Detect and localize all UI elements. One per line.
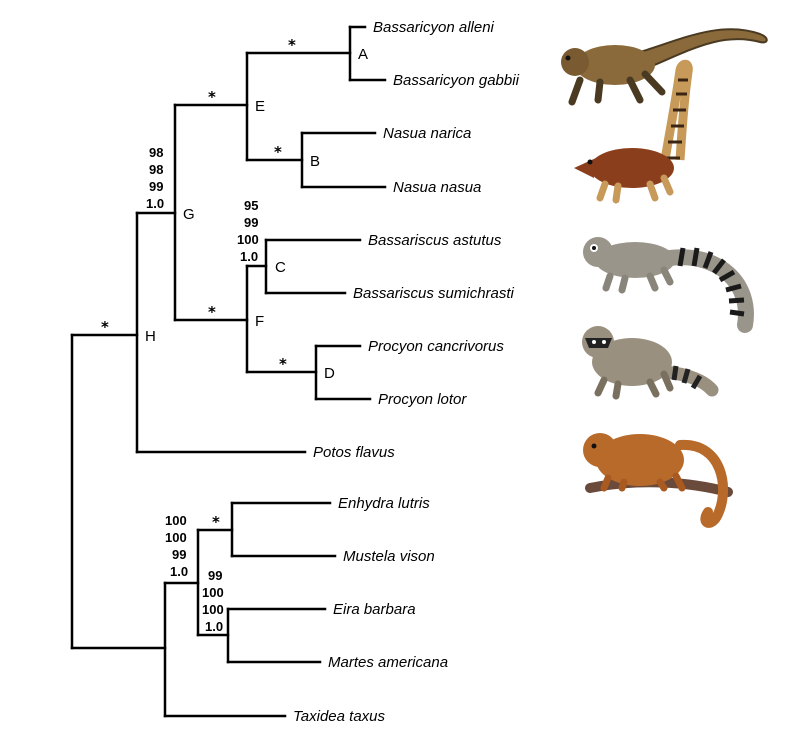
- support-stack-G: 98 98 99 1.0: [146, 145, 164, 211]
- raccoon-illustration: [582, 326, 719, 400]
- taxon-label: Eira barbara: [333, 601, 416, 618]
- olingo-illustration: [561, 28, 768, 106]
- node-label-A: A: [358, 46, 368, 63]
- star-marker: *: [288, 36, 296, 54]
- node-label-E: E: [255, 98, 265, 115]
- support-stars: * * * * * * *: [101, 36, 296, 531]
- taxon-label: Nasua narica: [383, 125, 471, 142]
- taxon-label: Nasua nasua: [393, 179, 481, 196]
- support-value: 99: [149, 179, 163, 194]
- taxon-label: Bassariscus astutus: [368, 232, 502, 249]
- star-marker: *: [208, 88, 216, 106]
- star-marker: *: [208, 303, 216, 321]
- node-label-C: C: [275, 259, 286, 276]
- support-value: 100: [165, 530, 187, 545]
- node-label-F: F: [255, 313, 264, 330]
- support-value: 98: [149, 162, 163, 177]
- coati-illustration: [574, 59, 693, 204]
- taxon-label: Enhydra lutris: [338, 495, 430, 512]
- support-value: 99: [244, 215, 258, 230]
- node-label-G: G: [183, 206, 195, 223]
- support-value: 1.0: [240, 249, 258, 264]
- support-value: 100: [237, 232, 259, 247]
- support-stack-mustelid: 100 100 99 1.0: [165, 513, 188, 579]
- star-marker: *: [212, 513, 220, 531]
- star-marker: *: [274, 143, 282, 161]
- taxon-label: Taxidea taxus: [293, 708, 386, 725]
- support-values: 98 98 99 1.0 95 99 100 1.0 100 100 99 1.…: [146, 145, 259, 634]
- taxon-label: Martes americana: [328, 654, 448, 671]
- taxon-label: Procyon cancrivorus: [368, 338, 504, 355]
- node-label-B: B: [310, 153, 320, 170]
- support-stack-eira-martes: 99 100 100 1.0: [202, 568, 224, 634]
- taxon-label: Mustela vison: [343, 548, 435, 565]
- taxon-label: Procyon lotor: [378, 391, 467, 408]
- taxon-label: Potos flavus: [313, 444, 395, 461]
- support-stack-C: 95 99 100 1.0: [237, 198, 259, 264]
- kinkajou-illustration: [583, 433, 733, 528]
- node-labels: A B C D E F G H: [145, 46, 368, 382]
- support-value: 99: [208, 568, 222, 583]
- taxon-labels: Bassaricyon alleni Bassaricyon gabbii Na…: [293, 19, 520, 725]
- node-label-D: D: [324, 365, 335, 382]
- support-value: 1.0: [170, 564, 188, 579]
- ringtail-illustration: [583, 237, 754, 333]
- support-value: 99: [172, 547, 186, 562]
- taxon-label: Bassariscus sumichrasti: [353, 285, 515, 302]
- support-value: 100: [165, 513, 187, 528]
- support-value: 1.0: [146, 196, 164, 211]
- star-marker: *: [279, 355, 287, 373]
- tree-branches: [70, 25, 387, 718]
- star-marker: *: [101, 318, 109, 336]
- support-value: 100: [202, 602, 224, 617]
- support-value: 95: [244, 198, 258, 213]
- support-value: 100: [202, 585, 224, 600]
- taxon-label: Bassaricyon gabbii: [393, 72, 520, 89]
- support-value: 98: [149, 145, 163, 160]
- taxon-label: Bassaricyon alleni: [373, 19, 495, 36]
- node-label-H: H: [145, 328, 156, 345]
- support-value: 1.0: [205, 619, 223, 634]
